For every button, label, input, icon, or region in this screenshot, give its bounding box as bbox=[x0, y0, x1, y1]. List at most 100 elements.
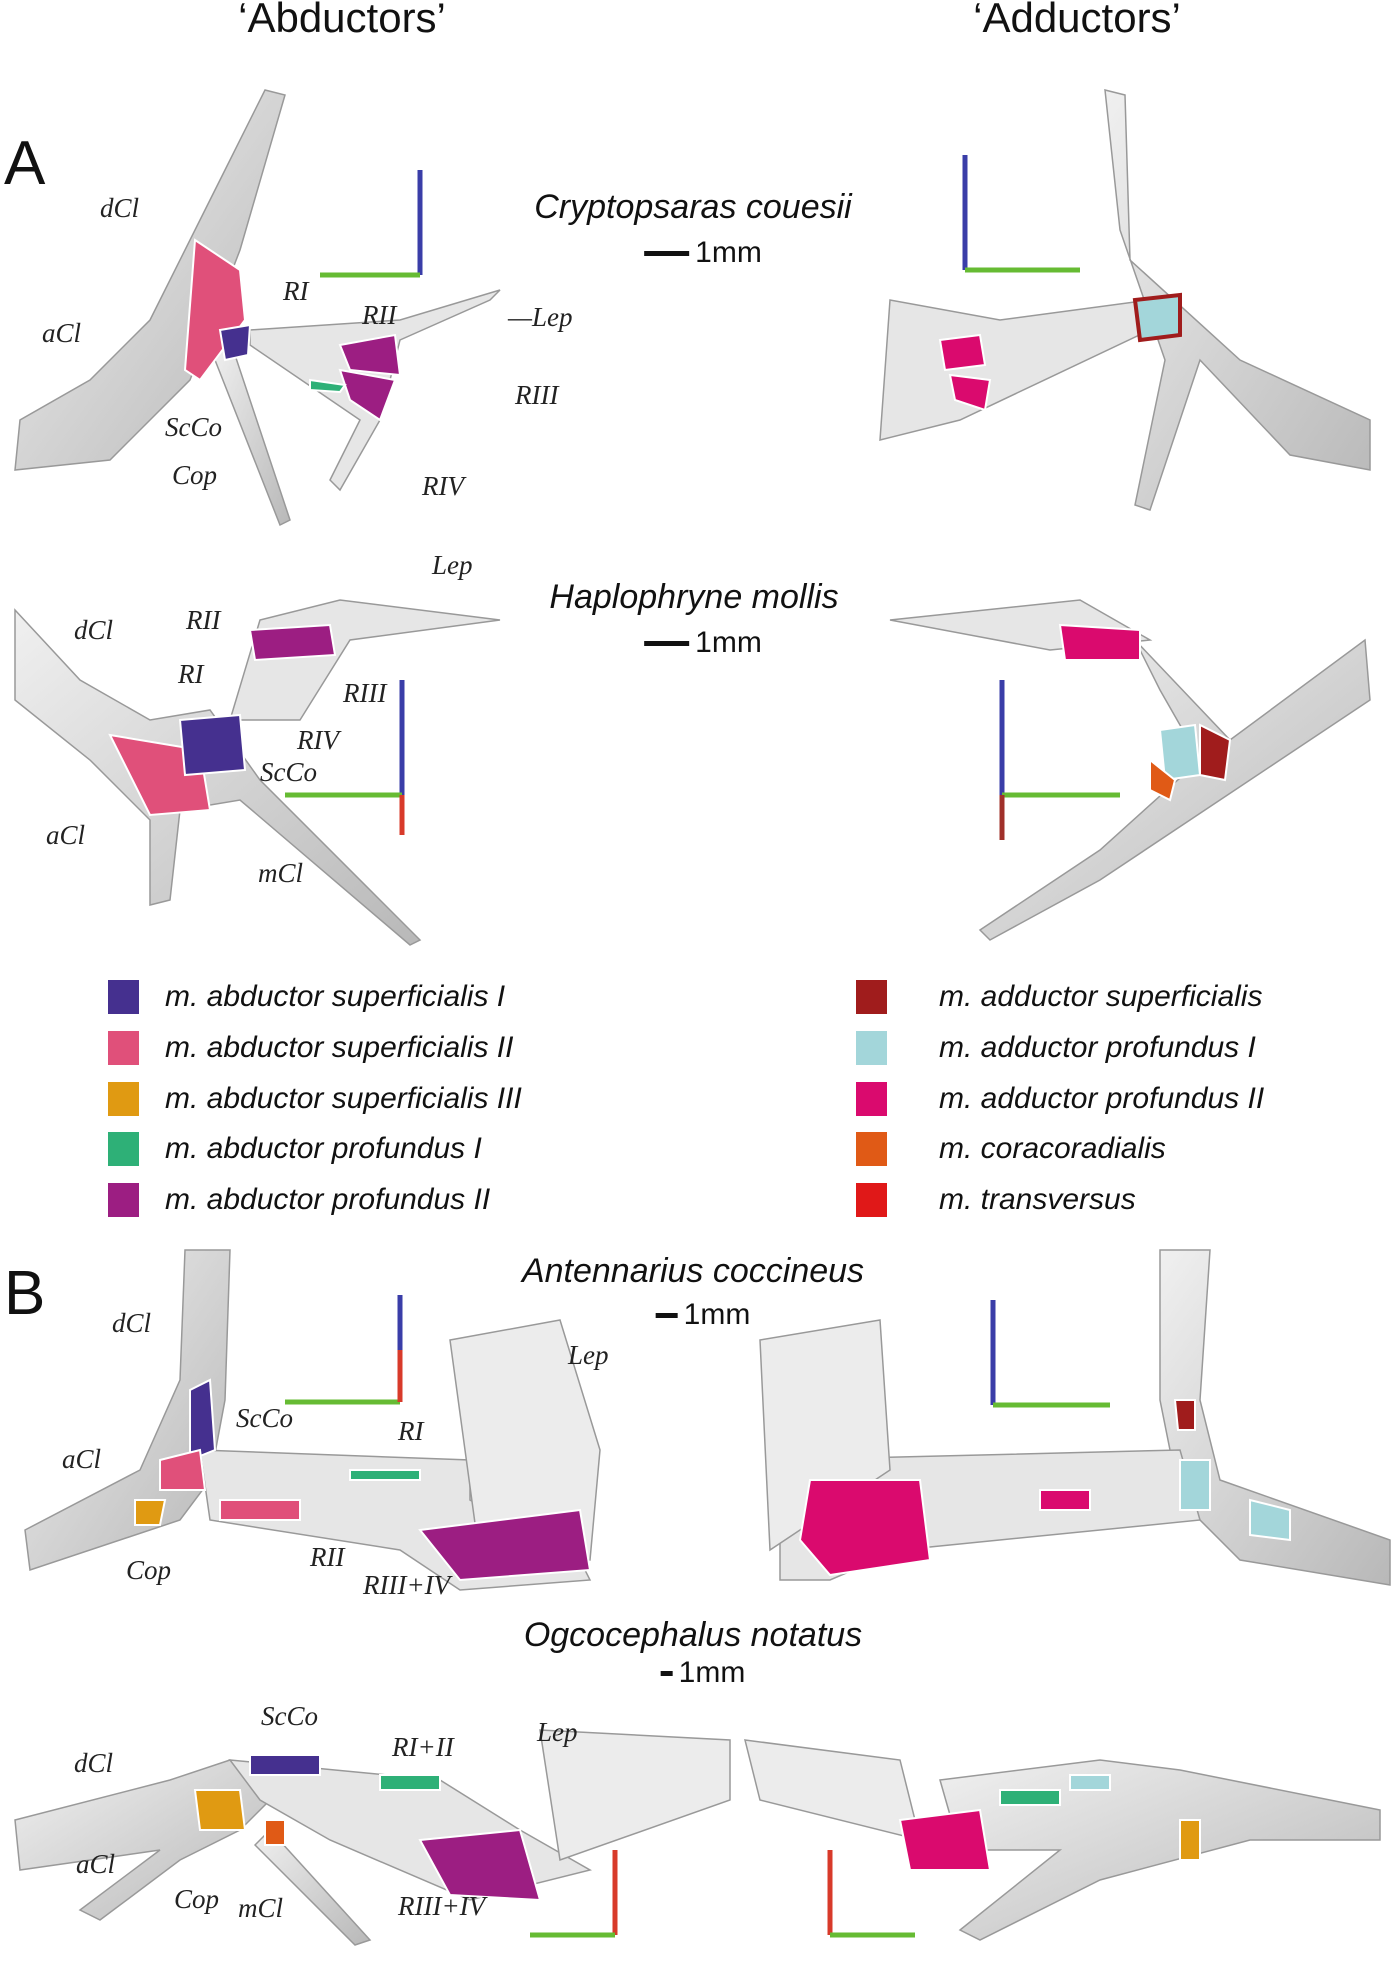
cleithrum-haplo-add bbox=[978, 638, 1371, 941]
legend-item: m. adductor profundus I bbox=[856, 1031, 1256, 1065]
anatomy-label: aCl bbox=[76, 1849, 116, 1879]
legend-item: m. abductor superficialis I bbox=[108, 980, 505, 1014]
anatomy-label: mCl bbox=[258, 858, 304, 888]
cleithrum-ogco-add bbox=[939, 1759, 1381, 1941]
legend-item: m. abductor superficialis III bbox=[108, 1082, 522, 1116]
anatomy-label: RIII+IV bbox=[363, 1570, 451, 1600]
legend-swatch bbox=[108, 1183, 139, 1217]
legend-label: m. adductor profundus I bbox=[939, 1031, 1256, 1064]
cleithrum-haplo-abd bbox=[14, 608, 422, 946]
anatomy-label: Cop bbox=[174, 1884, 220, 1914]
anatomy-label: RI bbox=[283, 276, 309, 306]
legend-item: m. abductor superficialis II bbox=[108, 1031, 513, 1065]
anatomy-label: RIII+IV bbox=[398, 1891, 486, 1921]
legend-swatch bbox=[108, 1031, 139, 1065]
rays-crypto-add bbox=[879, 299, 1151, 441]
anatomy-label: RI bbox=[178, 659, 204, 689]
legend-swatch bbox=[856, 1183, 887, 1217]
scale-label: 1mm bbox=[695, 236, 762, 269]
mCl-ogco-abd bbox=[253, 1828, 372, 1946]
anatomy-label: RI+II bbox=[392, 1732, 454, 1762]
anatomy-label: RIII bbox=[515, 380, 559, 410]
legend-label: m. abductor superficialis II bbox=[165, 1031, 514, 1064]
legend-swatch bbox=[108, 1132, 139, 1166]
column-title-abductors: ‘Abductors’ bbox=[238, 0, 446, 41]
anatomy-label: Cop bbox=[172, 460, 218, 490]
legend-label: m. abductor profundus I bbox=[165, 1132, 482, 1165]
scale-label: 1mm bbox=[678, 1656, 746, 1689]
legend-label: m. abductor superficialis III bbox=[165, 1082, 522, 1115]
scale-bar: 1mm bbox=[655, 1298, 751, 1332]
legend-swatch bbox=[856, 980, 887, 1014]
anatomy-label: Lep bbox=[568, 1340, 609, 1370]
axis-gizmo-antenn-abd bbox=[285, 1295, 403, 1405]
cleithrum-crypto-add bbox=[1104, 89, 1371, 511]
species-name: Antennarius coccineus bbox=[521, 1252, 865, 1290]
legend-label: m. adductor superficialis bbox=[939, 980, 1263, 1013]
legend-swatch bbox=[108, 980, 139, 1014]
anatomy-label: aCl bbox=[42, 318, 82, 348]
cleithrum-ogco-abd bbox=[14, 1759, 272, 1921]
scale-bar: 1mm bbox=[644, 236, 762, 270]
legend-item: m. adductor profundus II bbox=[856, 1082, 1264, 1116]
legend-swatch bbox=[856, 1031, 887, 1065]
anatomy-label: dCl bbox=[100, 193, 140, 223]
anatomy-label: RI bbox=[398, 1416, 424, 1446]
legend-label: m. transversus bbox=[939, 1183, 1136, 1216]
scale-bar: 1mm bbox=[644, 626, 762, 660]
panel-label-a: A bbox=[4, 129, 46, 198]
anatomy-label: ScCo bbox=[260, 757, 317, 787]
axis-gizmo-antenn-add bbox=[990, 1300, 1110, 1408]
anatomy-label: RII bbox=[310, 1542, 345, 1572]
anatomy-label: ScCo bbox=[165, 412, 222, 442]
legend-label: m. coracoradialis bbox=[939, 1132, 1166, 1165]
anatomy-label: RII bbox=[186, 605, 221, 635]
scale-bar: 1mm bbox=[660, 1656, 746, 1690]
legend-label: m. abductor superficialis I bbox=[165, 980, 506, 1013]
anatomy-label: Lep bbox=[537, 1717, 578, 1747]
cleithrum-crypto-abd bbox=[14, 89, 286, 471]
anatomy-label: dCl bbox=[112, 1308, 152, 1338]
axis-gizmo-ogco-abd bbox=[530, 1850, 618, 1938]
anatomy-label: Lep bbox=[432, 550, 473, 580]
species-name: Ogcocephalus notatus bbox=[523, 1616, 863, 1654]
legend-label: m. abductor profundus II bbox=[165, 1183, 491, 1216]
legend-swatch bbox=[108, 1082, 139, 1116]
anatomy-label: RIV bbox=[422, 471, 464, 501]
anatomy-label: RIII bbox=[343, 678, 387, 708]
axis-gizmo-crypto-add bbox=[962, 155, 1080, 273]
legend-swatch bbox=[856, 1082, 887, 1116]
anatomy-label: aCl bbox=[46, 820, 86, 850]
muscle-crypto-abd-pro2a bbox=[338, 333, 402, 377]
legend-item: m. transversus bbox=[856, 1183, 1136, 1217]
legend-swatch bbox=[856, 1132, 887, 1166]
coracoid-crypto-abd bbox=[214, 338, 291, 527]
anatomy-label: RIV bbox=[297, 725, 339, 755]
scale-label: 1mm bbox=[695, 626, 762, 659]
legend-item: m. abductor profundus II bbox=[108, 1183, 490, 1217]
lep-antenn-add bbox=[759, 1319, 891, 1552]
anatomy-label: ScCo bbox=[261, 1701, 318, 1731]
axis-gizmo-haplo-add bbox=[999, 680, 1120, 840]
column-title-adductors: ‘Adductors’ bbox=[973, 0, 1181, 41]
legend-item: m. coracoradialis bbox=[856, 1132, 1166, 1166]
panel-label-b: B bbox=[4, 1259, 46, 1328]
axis-gizmo-haplo-abd bbox=[285, 680, 405, 835]
anatomy-label: RII bbox=[362, 300, 397, 330]
anatomy-label: aCl bbox=[62, 1444, 102, 1474]
legend-item: m. adductor superficialis bbox=[856, 980, 1262, 1014]
anatomy-label: mCl bbox=[238, 1893, 284, 1923]
anatomy-label: —Lep bbox=[508, 302, 573, 332]
anatomy-label: Cop bbox=[126, 1555, 172, 1585]
anatomy-label: dCl bbox=[74, 615, 114, 645]
muscle-crypto-add-pro2a bbox=[938, 333, 987, 372]
muscle-crypto-abd-sup1 bbox=[218, 323, 252, 362]
muscle-crypto-abd-pro2b bbox=[338, 368, 397, 422]
species-name: Haplophryne mollis bbox=[549, 578, 839, 616]
legend-item: m. abductor profundus I bbox=[108, 1132, 482, 1166]
lep-ogco-abd bbox=[539, 1729, 731, 1862]
legend-label: m. adductor profundus II bbox=[939, 1082, 1265, 1115]
axis-gizmo-ogco-add bbox=[827, 1850, 915, 1938]
scale-label: 1mm bbox=[683, 1298, 751, 1331]
